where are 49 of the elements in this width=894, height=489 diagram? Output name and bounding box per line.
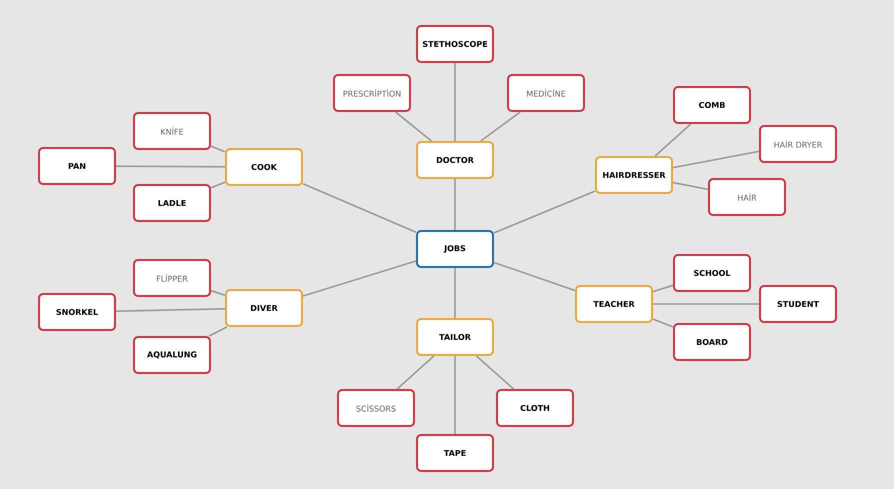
item-box: SNORKEL (38, 293, 116, 331)
connector-line (395, 111, 432, 142)
item-box: STETHOSCOPE (416, 25, 494, 63)
category-box: TEACHER (575, 284, 653, 323)
category-box: COOK (225, 148, 303, 186)
category-box: DIVER (225, 289, 303, 327)
connector-line (652, 318, 674, 328)
connector-line (476, 355, 514, 390)
connector-line (454, 356, 456, 434)
item-box: COMB (673, 86, 751, 124)
connector-line (654, 123, 692, 157)
connector-line (302, 260, 416, 297)
item-box: HAİR DRYER (759, 125, 837, 163)
item-box: FLİPPER (133, 259, 211, 297)
connector-line (454, 63, 456, 141)
connector-line (210, 290, 226, 296)
connector-line (454, 268, 456, 318)
item-box: SCİSSORS (337, 388, 415, 427)
item-box: PRESCRİPTİON (333, 74, 411, 112)
item-box: PAN (38, 147, 116, 185)
item-box: CLOTH (496, 388, 574, 427)
connector-line (480, 111, 521, 142)
category-box: TAILOR (416, 318, 494, 356)
connector-line (116, 308, 226, 312)
connector-line (494, 190, 596, 234)
connector-line (210, 182, 226, 188)
item-box: AQUALUNG (133, 336, 211, 374)
item-box: STUDENT (759, 284, 837, 323)
item-box: TAPE (416, 434, 494, 472)
item-box: LADLE (133, 184, 211, 222)
item-box: KNİFE (133, 112, 211, 150)
category-box: HAIRDRESSER (595, 156, 673, 194)
connector-line (652, 284, 674, 292)
connector-line (454, 179, 456, 230)
item-box: BOARD (673, 322, 751, 361)
connector-line (396, 355, 434, 390)
item-box: HAİR (708, 178, 786, 216)
connector-line (672, 150, 760, 168)
item-box: SCHOOL (673, 254, 751, 292)
connector-line (653, 303, 759, 305)
connector-line (210, 146, 226, 152)
topic-box: JOBS (416, 230, 494, 268)
category-box: DOCTOR (416, 141, 494, 179)
connector-line (302, 182, 416, 233)
item-box: MEDİCİNE (507, 74, 585, 112)
connector-line (116, 165, 226, 168)
connector-line (672, 182, 708, 190)
connector-line (494, 262, 576, 292)
connector-line (208, 326, 228, 337)
